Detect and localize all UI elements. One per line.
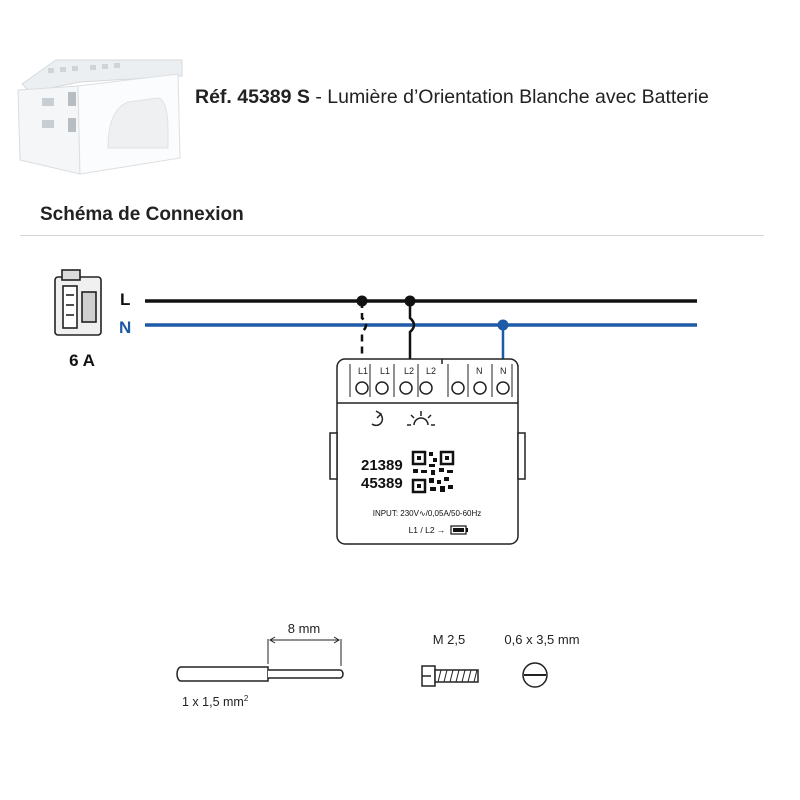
terminal-label: N xyxy=(500,366,507,376)
battery-icon xyxy=(450,525,468,535)
switch-arrow-icon xyxy=(371,410,384,427)
terminal-label: L1 xyxy=(358,366,368,376)
section-title: Schéma de Connexion xyxy=(40,204,244,225)
product-reference: Réf. 45389 S xyxy=(195,86,310,108)
qr-code-icon xyxy=(411,450,455,494)
device-code: 21389 xyxy=(361,457,403,474)
circuit-breaker-icon xyxy=(54,269,102,336)
terminal-label: L1 xyxy=(380,366,390,376)
section-divider xyxy=(20,235,764,236)
light-icon xyxy=(407,411,435,426)
device-module xyxy=(329,358,526,545)
wire-l1-dashed xyxy=(360,301,368,390)
product-photo xyxy=(17,59,183,175)
product-description: Lumière d’Orientation Blanche avec Batte… xyxy=(327,86,709,108)
breaker-rating: 6 A xyxy=(69,351,95,370)
battery-label: L1 / L2 → xyxy=(409,525,446,535)
screw-icon xyxy=(421,665,479,687)
terminal-label: L2 xyxy=(404,366,414,376)
terminal-label: L2 xyxy=(426,366,436,376)
input-spec: INPUT: 230V∿/0,05A/50-60Hz xyxy=(373,509,482,518)
strip-length: 8 mm xyxy=(288,621,321,636)
stripped-cable-icon xyxy=(176,636,344,682)
device-code: 45389 xyxy=(361,475,403,492)
terminal-label: N xyxy=(476,366,483,376)
line-n-label: N xyxy=(119,318,131,337)
screwdriver-size: 0,6 x 3,5 mm xyxy=(504,632,579,647)
cable-section-exponent: 2 xyxy=(244,694,249,703)
cable-section-value: 1 x 1,5 mm xyxy=(182,695,244,709)
line-l-label: L xyxy=(120,290,130,309)
title-separator: - xyxy=(309,86,328,108)
wire-l2 xyxy=(408,301,416,390)
cable-section: 1 x 1,5 mm2 xyxy=(182,694,249,709)
screw-slot-icon xyxy=(522,662,548,688)
product-title: Réf. 45389 S - Lumière d’Orientation Bla… xyxy=(195,86,709,109)
screw-size: M 2,5 xyxy=(433,632,466,647)
